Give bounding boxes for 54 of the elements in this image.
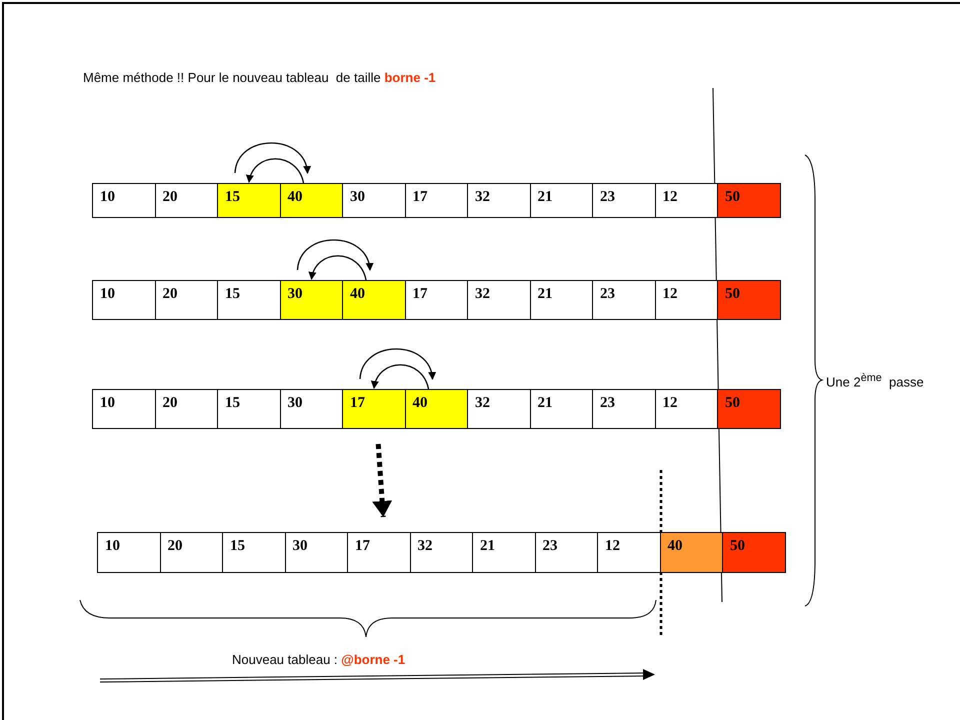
array-cell: 50 (717, 389, 780, 429)
array-cell: 15 (217, 389, 280, 429)
array-cell: 15 (217, 280, 280, 320)
array-cell: 23 (534, 532, 598, 573)
swap-arrow (296, 239, 373, 271)
array-cell: 23 (592, 280, 656, 320)
dotted-arrow (372, 444, 392, 518)
array-cell: 17 (347, 532, 410, 573)
array-cell: 10 (92, 280, 156, 320)
array-cell: 17 (404, 183, 468, 218)
array-cell: 20 (160, 532, 223, 573)
array-cell: 30 (280, 280, 343, 320)
array-cell: 50 (717, 183, 780, 218)
array-cell: 30 (342, 183, 406, 218)
array-cell: 21 (530, 280, 593, 320)
array-cell: 32 (467, 183, 530, 218)
array-cell: 10 (92, 389, 156, 429)
array-cell: 10 (97, 532, 160, 573)
array-cell: 20 (154, 389, 218, 429)
swap-arrow (372, 364, 430, 390)
array-cell: 20 (154, 183, 218, 218)
array-cell: 12 (654, 280, 718, 320)
array-cell: 21 (530, 389, 593, 429)
caption-label: Nouveau tableau : @borne -1 (232, 652, 406, 667)
array-cell: 30 (284, 532, 348, 573)
swap-arrow (309, 255, 367, 280)
array-cell: 32 (410, 532, 473, 573)
array-cell: 17 (404, 280, 468, 320)
array-cell: 40 (404, 389, 468, 429)
array-cell: 12 (654, 389, 718, 429)
array-cell: 23 (592, 183, 656, 218)
array-cell: 20 (154, 280, 218, 320)
array-cell: 12 (597, 532, 660, 573)
array-cell: 10 (92, 183, 156, 218)
array-cell: 12 (654, 183, 718, 218)
swap-arrow (234, 142, 310, 174)
array-cell: 40 (280, 183, 343, 218)
array-cell: 30 (280, 389, 343, 429)
array-cell: 40 (342, 280, 406, 320)
array-cell: 40 (660, 532, 723, 573)
array-cell: 15 (217, 183, 280, 218)
array-cell: 21 (472, 532, 536, 573)
array-cell: 32 (467, 389, 530, 429)
title-text: Même méthode !! Pour le nouveau tableau de taille borne -1 (83, 70, 436, 85)
swap-arrow (359, 348, 436, 380)
swap-arrow (246, 158, 304, 184)
array-cell: 23 (592, 389, 656, 429)
array-cell: 50 (717, 280, 780, 320)
array-cell: 50 (722, 532, 786, 573)
array-cell: 17 (342, 389, 406, 429)
array-cell: 21 (530, 183, 593, 218)
array-cell: 15 (222, 532, 286, 573)
side-label: Une 2$^{ème}$ passe (826, 372, 924, 390)
array-cell: 32 (467, 280, 530, 320)
